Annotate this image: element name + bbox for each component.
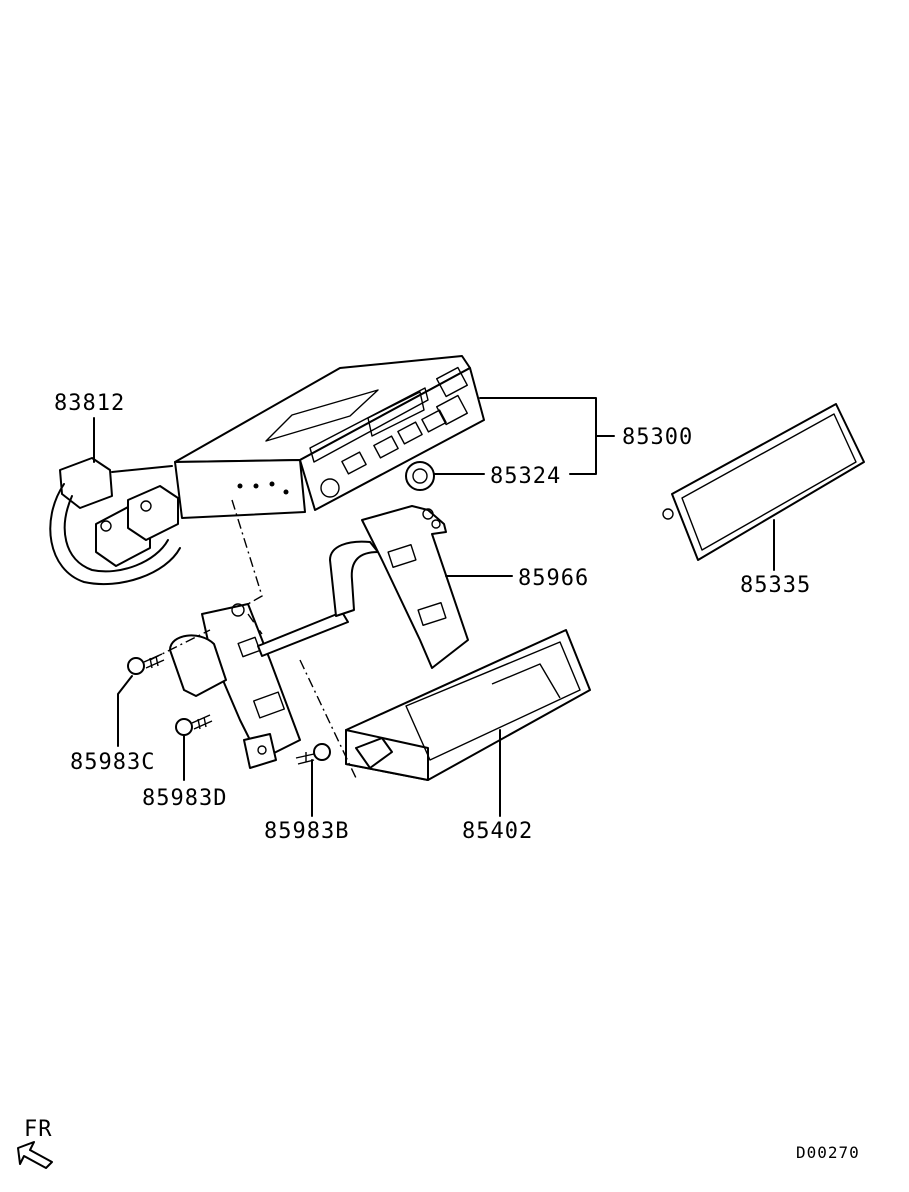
callout-85324: 85324 <box>490 464 561 489</box>
callout-83812: 83812 <box>54 391 125 416</box>
connecting-bar-part <box>257 540 379 657</box>
callout-85300: 85300 <box>622 425 693 450</box>
callout-85983c: 85983C <box>70 750 155 775</box>
volume-knob-part <box>405 461 435 491</box>
alignment-line-2 <box>149 629 211 661</box>
radio-head-unit-part <box>174 355 485 519</box>
front-label: FR <box>24 1117 53 1142</box>
callout-85402: 85402 <box>462 819 533 844</box>
leader-85983c <box>117 675 133 747</box>
storage-pocket-part <box>345 629 591 781</box>
screw-85983b <box>295 743 331 765</box>
leader-85300 <box>479 397 615 475</box>
diagram-code: D00270 <box>796 1143 860 1162</box>
leader-83812-harness <box>111 465 173 473</box>
callout-85983d: 85983D <box>142 786 227 811</box>
wiring-harness-part <box>49 457 181 586</box>
cover-panel-part <box>662 403 865 561</box>
screw-85983d <box>175 714 213 736</box>
front-direction-arrow-icon <box>17 1141 53 1169</box>
callout-85966: 85966 <box>518 566 589 591</box>
right-mounting-bracket-part <box>361 505 469 669</box>
orientation-marker: FR <box>17 1117 53 1169</box>
screw-85983c <box>127 653 165 675</box>
callout-85983b: 85983B <box>264 819 349 844</box>
callout-85335: 85335 <box>740 573 811 598</box>
alignment-line-3 <box>299 659 357 779</box>
alignment-line-1 <box>231 499 263 605</box>
alignment-line-4 <box>247 613 263 635</box>
left-mounting-bracket-part <box>169 603 301 769</box>
